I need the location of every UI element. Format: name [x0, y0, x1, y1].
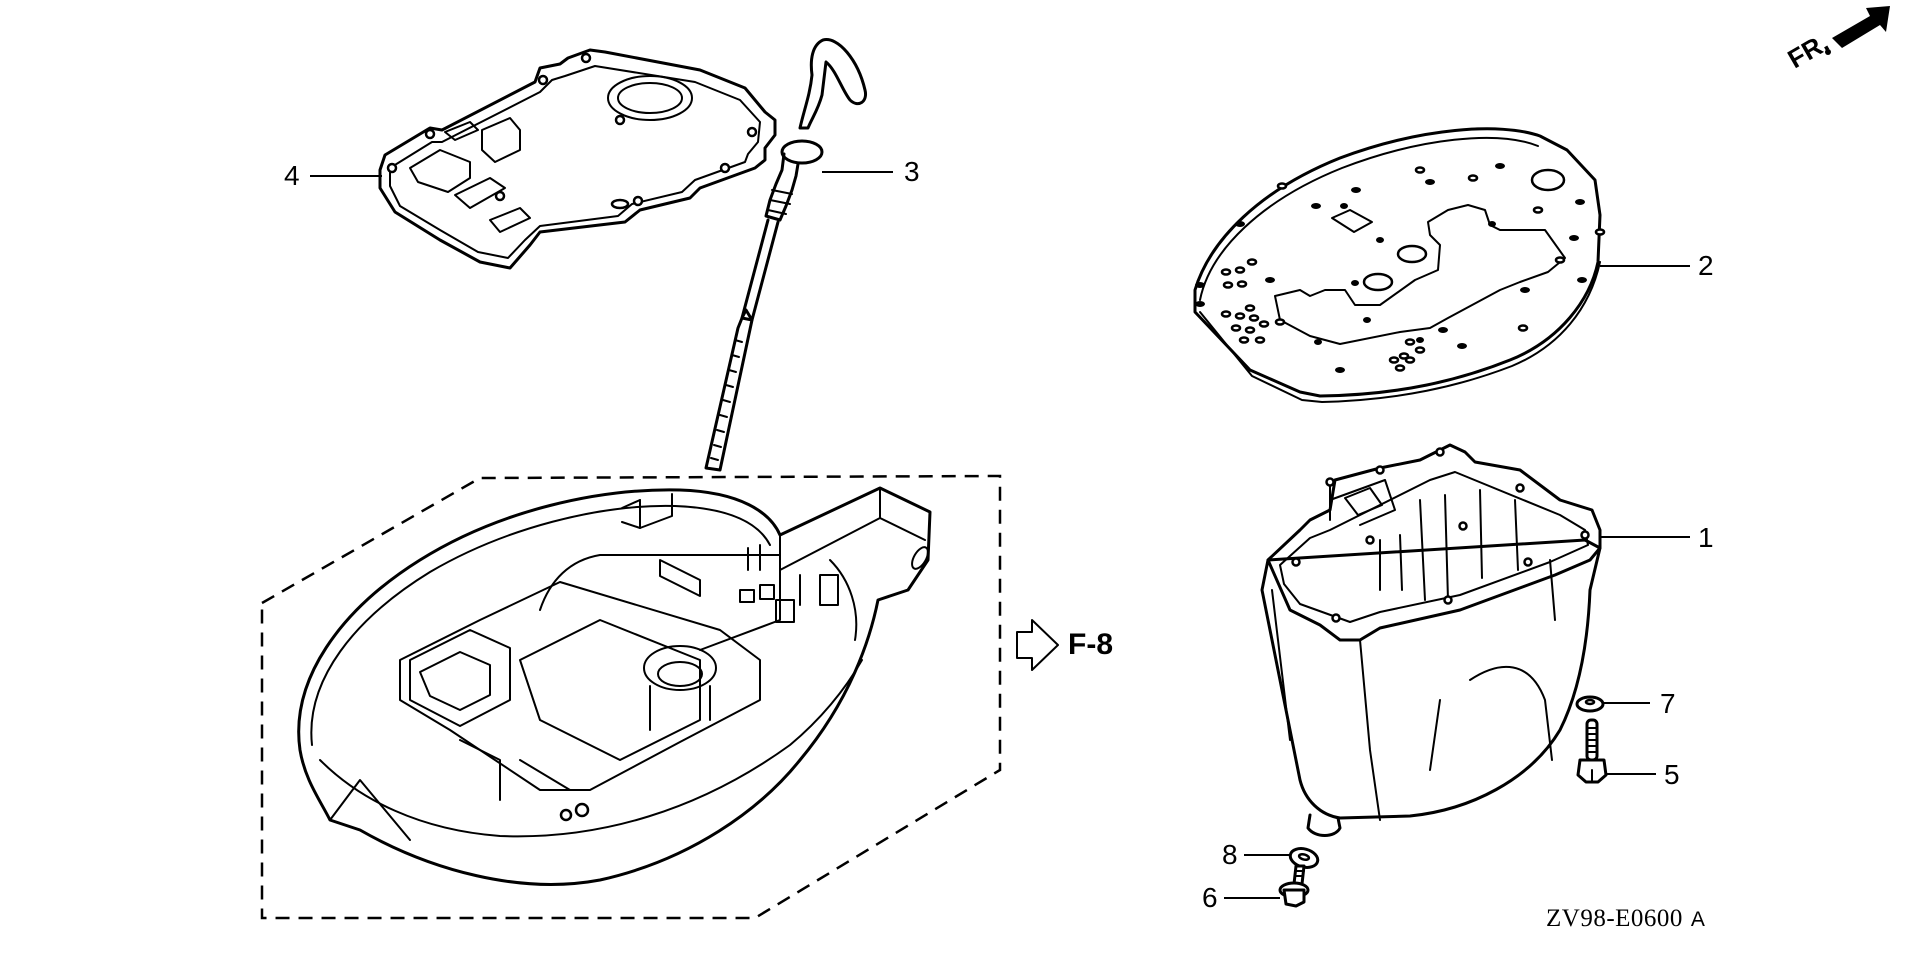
flange-bolt-drawing	[1576, 718, 1608, 784]
drain-bolt-drawing	[1278, 864, 1310, 908]
callout-2: 2	[1698, 250, 1714, 281]
callout-5: 5	[1664, 759, 1680, 790]
callout-7: 7	[1660, 688, 1676, 719]
diagram-code: ZV98-E0600 A	[1546, 906, 1705, 931]
oil-pan-drawing	[1260, 443, 1602, 837]
diagram-code-main: ZV98-E0600	[1546, 905, 1683, 932]
under-cover-drawing	[297, 486, 932, 886]
diagram-code-suffix: A	[1690, 908, 1706, 931]
outline-arrow-right-icon	[1016, 619, 1059, 671]
front-direction-arrow-icon	[1825, 6, 1890, 55]
callout-4: 4	[284, 160, 300, 191]
reference-label[interactable]: F-8	[1068, 628, 1113, 661]
upper-gasket-drawing	[378, 48, 777, 270]
washer-drawing	[1575, 695, 1605, 713]
callout-8: 8	[1222, 839, 1238, 870]
dipstick-drawing	[704, 38, 868, 472]
callout-1: 1	[1698, 522, 1714, 553]
plate-gasket-drawing	[1193, 127, 1606, 403]
callout-3: 3	[904, 156, 920, 187]
reference-boundary	[260, 474, 1002, 920]
callout-6: 6	[1202, 882, 1218, 913]
